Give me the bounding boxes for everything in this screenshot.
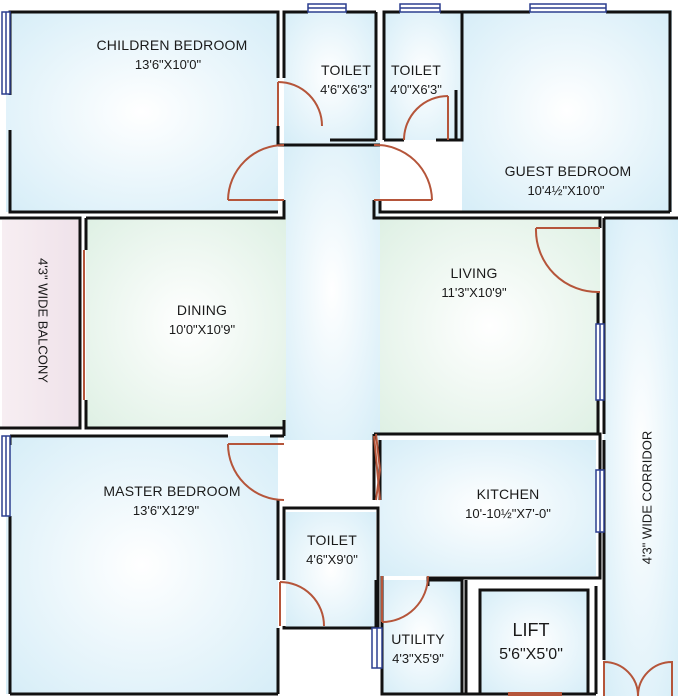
children-bedroom-name: CHILDREN BEDROOM — [96, 37, 248, 53]
lift-floor — [480, 590, 588, 694]
wall-guest-top-right — [606, 10, 672, 212]
lift-name: LIFT — [512, 620, 550, 640]
kitchen-floor — [380, 440, 596, 576]
kitchen-dim: 10'-10½"X7'-0" — [465, 506, 551, 521]
toilet-1-dim: 4'6"X6'3" — [320, 82, 372, 97]
toilet-2-name: TOILET — [391, 62, 441, 78]
corridor-label: 4'3" WIDE CORRIDOR — [639, 430, 655, 565]
utility-dim: 4'3"X5'9" — [392, 651, 444, 666]
toilet-1-floor — [284, 12, 376, 140]
guest-bedroom-dim: 10'4½"X10'0" — [527, 183, 605, 198]
wall-toilet2-left — [382, 10, 400, 140]
door-kitchen — [375, 433, 382, 501]
wall-living-top — [372, 200, 602, 228]
wall-dining-left-low — [84, 400, 284, 430]
guest-bedroom-name: GUEST BEDROOM — [504, 163, 632, 179]
wall-guest-bottom — [378, 200, 670, 214]
wall-toilet1 — [282, 10, 308, 78]
children-bedroom-dim: 13'6"X10'0" — [134, 57, 202, 72]
kitchen-name: KITCHEN — [476, 486, 540, 502]
windows — [1, 3, 607, 669]
dining-name: DINING — [176, 302, 228, 318]
utility-name: UTILITY — [391, 631, 445, 647]
wall-dining-top — [86, 200, 286, 220]
hall-floor — [284, 140, 380, 440]
door-corridor — [603, 660, 639, 696]
toilet-3-floor — [286, 512, 376, 628]
toilet-1-name: TOILET — [321, 62, 371, 78]
guest-bedroom-floor — [462, 10, 672, 212]
wall-children-bottom — [8, 130, 86, 214]
master-bedroom-name: MASTER BEDROOM — [103, 483, 241, 499]
master-bedroom-floor — [6, 436, 278, 694]
lift-dim: 5'6"X5'0" — [499, 646, 563, 663]
master-bedroom-dim: 13'6"X12'9" — [132, 503, 200, 518]
toilet-2-dim: 4'0"X6'3" — [390, 82, 442, 97]
wall-kitchen-top — [374, 432, 602, 470]
balcony-label: 4'3" WIDE BALCONY — [35, 258, 51, 383]
living-name: LIVING — [450, 265, 498, 281]
doors — [83, 81, 673, 696]
living-dim: 11'3"X10'9" — [441, 285, 507, 300]
floor-fills — [2, 10, 678, 696]
balcony-floor — [2, 220, 80, 428]
toilet-3-dim: 4'6"X9'0" — [306, 552, 358, 567]
wall-balcony — [0, 216, 82, 430]
corridor-floor — [604, 218, 678, 696]
toilet-3-name: TOILET — [307, 532, 357, 548]
wall-toilet3 — [282, 506, 380, 630]
living-floor — [380, 218, 600, 434]
dining-floor — [86, 218, 286, 428]
dining-dim: 10'0"X10'9" — [168, 322, 236, 337]
